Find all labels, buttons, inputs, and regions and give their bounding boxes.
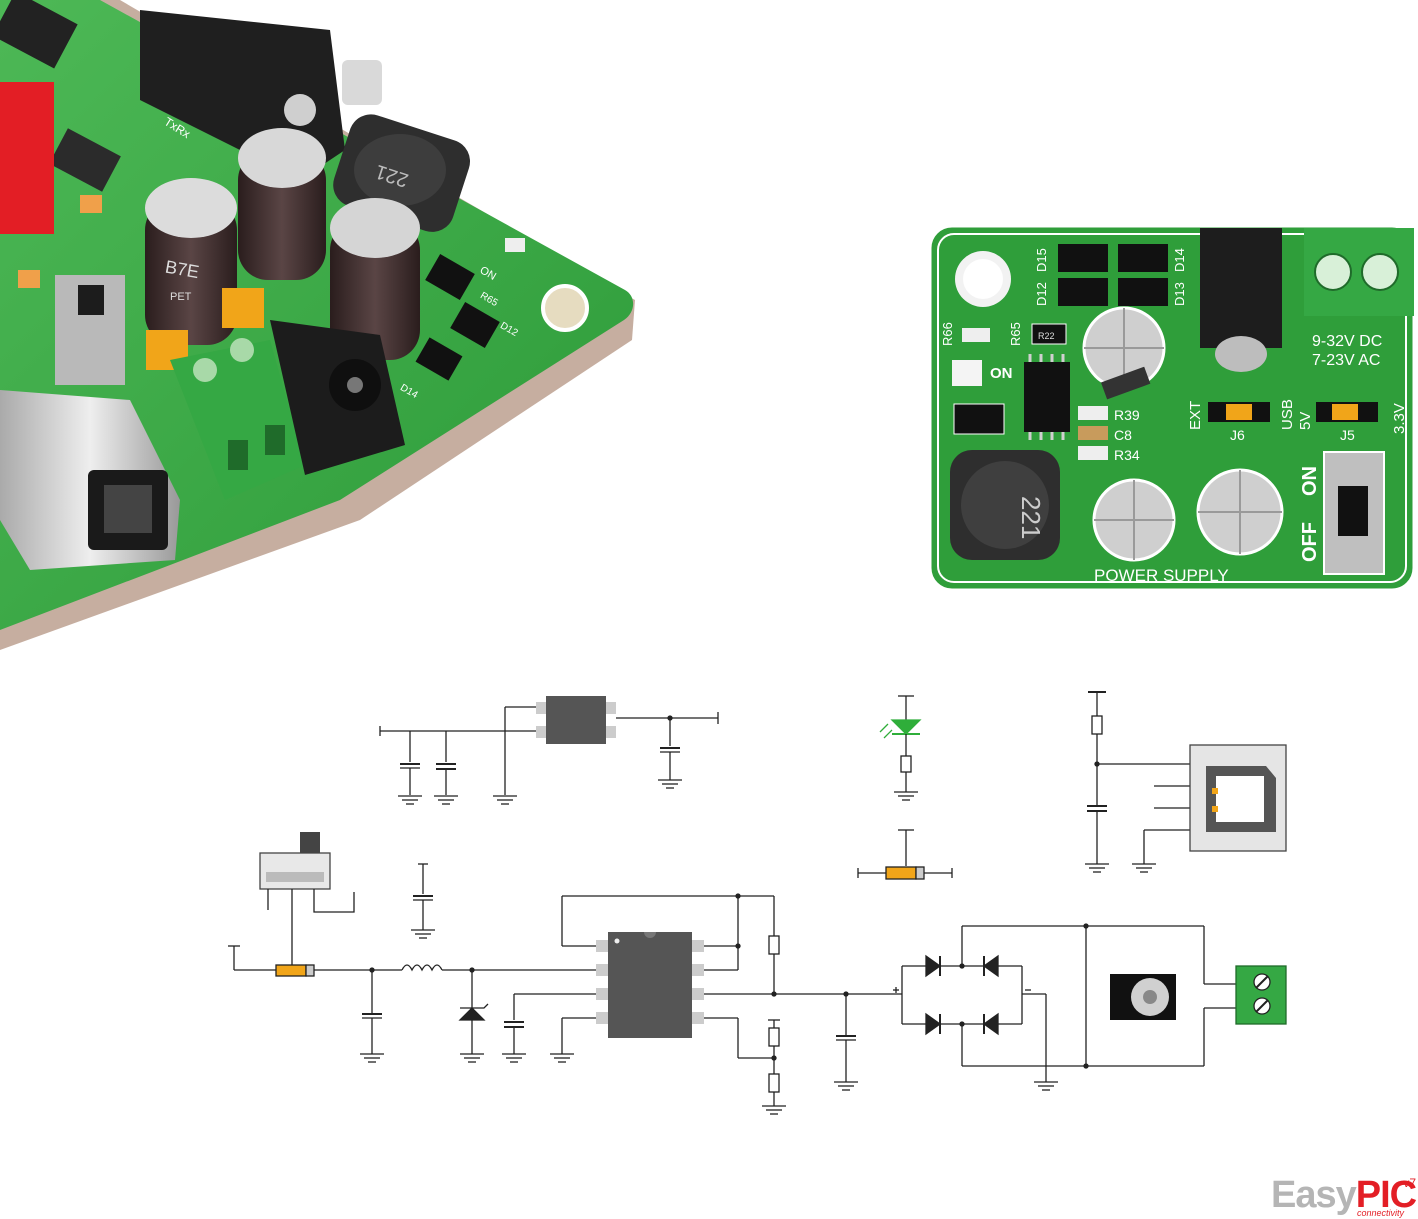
- label-c8: C8: [1114, 427, 1132, 443]
- power-supply-inset: D12 D15 D13 D14 9-32V DC 7-23V AC R66 R6…: [928, 224, 1416, 592]
- logo-easy: Easy: [1271, 1174, 1357, 1216]
- label-3v3: 3.3V: [1391, 403, 1408, 434]
- easypic-logo: EasyPIC v7 connectivity: [1268, 1174, 1418, 1218]
- inset-capacitor: [1196, 468, 1284, 556]
- smd-diode: [953, 403, 1005, 435]
- diode-d15: [1058, 244, 1108, 272]
- regulator-ic: [1024, 362, 1070, 432]
- label-r39: R39: [1114, 407, 1140, 423]
- label-r22: R22: [1038, 331, 1055, 341]
- on-led: [952, 360, 982, 386]
- inset-inductor: 221: [950, 450, 1060, 560]
- inset-dc-jack: [1200, 228, 1282, 348]
- label-r34: R34: [1114, 447, 1140, 463]
- label-d12: D12: [1034, 282, 1049, 306]
- photo-usb-b: [0, 390, 180, 570]
- inset-capacitor: [1092, 478, 1176, 562]
- inductor-symbol: [401, 964, 443, 972]
- section-title: POWER SUPPLY: [1094, 566, 1229, 585]
- photo-capacitor: [238, 128, 326, 280]
- jumper-select: [857, 829, 953, 880]
- logo-version: v7: [1403, 1176, 1416, 1190]
- connector-screw: [284, 94, 316, 126]
- dc-jack-symbol: [1110, 974, 1176, 1020]
- photo-jumper: [222, 288, 264, 328]
- terminal-block-symbol: [1235, 965, 1287, 1025]
- bridge-rectifier: [893, 923, 1236, 1091]
- label-ext: EXT: [1187, 401, 1204, 430]
- usb-section: [1085, 691, 1287, 873]
- logo-wordmark: EasyPIC: [1271, 1174, 1417, 1217]
- logo-pic: PIC: [1355, 1174, 1417, 1216]
- label-j6: J6: [1230, 427, 1245, 443]
- label-on-led: ON: [990, 365, 1013, 382]
- switching-regulator-ic: [561, 893, 902, 1115]
- supply-range-ac: 7-23V AC: [1312, 352, 1380, 369]
- led-indicator: [879, 695, 922, 801]
- inset-power-switch: [1323, 451, 1385, 575]
- label-usb: USB: [1279, 399, 1296, 430]
- power-switch-symbol: [259, 832, 355, 966]
- chapter-tab: [0, 82, 54, 234]
- label-switch-on: ON: [1299, 466, 1321, 496]
- photo-terminal-block: [170, 338, 305, 500]
- ic-chip: [49, 128, 121, 192]
- label-r66: R66: [940, 322, 955, 346]
- ic-chip: [0, 0, 78, 69]
- photo-capacitor: [330, 198, 420, 360]
- inset-capacitor: [1082, 306, 1166, 400]
- label-switch-off: OFF: [1299, 522, 1321, 562]
- main-input-rail: [228, 945, 596, 1063]
- label-d14: D14: [1172, 248, 1187, 272]
- label-d15: D15: [1034, 248, 1049, 272]
- logo-tagline: connectivity: [1356, 1208, 1404, 1218]
- label-j5: J5: [1340, 427, 1355, 443]
- ground-symbols: [398, 779, 682, 805]
- connector-screw: [342, 60, 382, 105]
- label-r65: R65: [1008, 322, 1023, 346]
- inset-inductor-code: 221: [1016, 496, 1046, 539]
- cap-brand: PET: [170, 291, 192, 303]
- power-supply-schematic: [228, 691, 1287, 1115]
- supply-range-dc: 9-32V DC: [1312, 333, 1382, 350]
- photo-dc-jack: [270, 320, 405, 475]
- diode-d14: [1118, 244, 1168, 272]
- label-d13: D13: [1172, 282, 1187, 306]
- label-5v: 5V: [1297, 412, 1314, 430]
- photo-mount-hole: [541, 284, 589, 332]
- photo-capacitor: B7E PET: [145, 178, 237, 345]
- regulator-block: [546, 696, 606, 744]
- diode-d13: [1118, 278, 1168, 306]
- board-photo: TxRx 221 B7E PET ON: [0, 0, 635, 650]
- top-regulator-section: [379, 696, 719, 795]
- diode-d12: [1058, 278, 1108, 306]
